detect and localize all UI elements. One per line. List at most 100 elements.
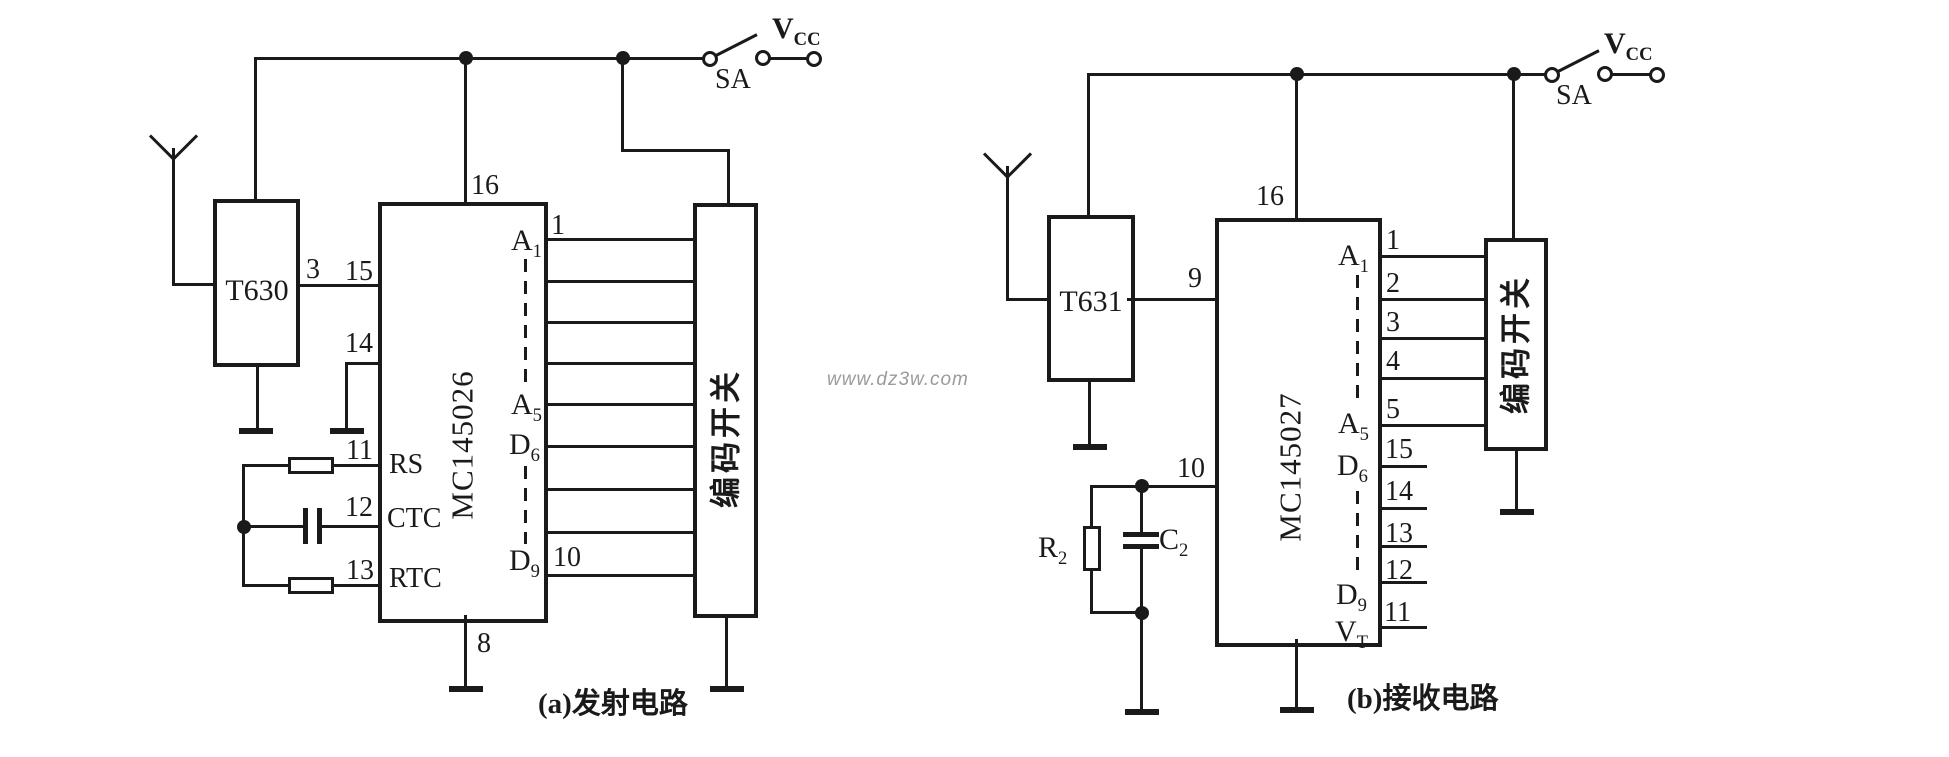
- encoder-switch-label: 编码开关: [708, 368, 744, 508]
- pin5-label: 5: [1386, 394, 1400, 425]
- vt-pin-label: VT: [1335, 615, 1369, 653]
- wire: [1295, 639, 1298, 708]
- a1-pin-label: A1: [511, 224, 542, 262]
- resistor-icon: [288, 577, 334, 594]
- wire: [1611, 73, 1651, 76]
- capacitor-plate-icon: [303, 508, 308, 544]
- pin14-label: 14: [345, 328, 373, 359]
- wire: [548, 445, 693, 448]
- encoder-switch-box: [1484, 238, 1548, 451]
- pin15-label: 15: [1385, 434, 1413, 465]
- wire: [1140, 613, 1143, 710]
- d6-pin-label: D6: [509, 428, 540, 466]
- antenna-icon: [172, 148, 175, 285]
- capacitor-plate-icon: [1123, 532, 1159, 537]
- wire: [1295, 73, 1298, 221]
- pin10-label: 10: [553, 542, 581, 573]
- wire: [548, 574, 693, 577]
- ground-icon: [330, 428, 364, 434]
- wire: [1090, 568, 1093, 614]
- pin11-label: 11: [1384, 597, 1411, 628]
- wire: [1382, 424, 1484, 427]
- wire: [725, 618, 728, 687]
- t631-module-label: T631: [1059, 285, 1123, 318]
- ellipsis-dashed-line: [524, 259, 527, 387]
- wire: [172, 283, 213, 286]
- pin15-label: 15: [345, 256, 373, 287]
- ground-icon: [1125, 709, 1159, 715]
- pin1-label: 1: [551, 210, 565, 241]
- wire: [1382, 337, 1484, 340]
- pin13-label: 13: [346, 555, 374, 586]
- ground-icon: [1280, 707, 1314, 713]
- wire: [769, 57, 808, 60]
- pin16-label: 16: [471, 170, 499, 201]
- junction-dot: [459, 51, 473, 65]
- wire: [548, 238, 693, 241]
- switch-label: SA: [1556, 80, 1592, 111]
- ellipsis-dashed-line: [524, 466, 527, 544]
- wire: [1087, 73, 1555, 76]
- wire: [1088, 382, 1091, 444]
- pin12-label: 12: [345, 492, 373, 523]
- wire: [548, 531, 693, 534]
- wire: [1382, 545, 1427, 548]
- mc145026-ic-box: [378, 202, 548, 623]
- pin14-label: 14: [1385, 476, 1413, 507]
- switch-label: SA: [715, 64, 751, 95]
- wire: [548, 488, 693, 491]
- vcc-terminal: [806, 51, 822, 67]
- c2-label: C2: [1159, 523, 1189, 561]
- wire: [1006, 298, 1047, 301]
- wire: [1382, 507, 1427, 510]
- capacitor-plate-icon: [1123, 544, 1159, 549]
- antenna-icon: [171, 134, 199, 161]
- switch-blade: [715, 33, 758, 57]
- wire: [548, 362, 693, 365]
- wire: [621, 149, 730, 152]
- switch-contact: [1544, 67, 1560, 83]
- right-circuit-caption: (b)接收电路: [1347, 683, 1499, 715]
- wire: [1087, 73, 1090, 217]
- resistor-icon: [1083, 526, 1101, 571]
- wire: [727, 149, 730, 206]
- wire: [345, 362, 348, 428]
- wire: [548, 280, 693, 283]
- wire: [1515, 451, 1518, 510]
- ground-icon: [1500, 509, 1534, 515]
- antenna-icon: [1005, 152, 1033, 179]
- t630-module-box: [213, 199, 300, 367]
- watermark-text: www.dz3w.com: [827, 369, 969, 390]
- ground-icon: [449, 686, 483, 692]
- junction-dot: [616, 51, 630, 65]
- pin1-label: 1: [1386, 225, 1400, 256]
- a5-pin-label: A5: [1338, 407, 1369, 445]
- mc145027-ic-label: MC145027: [1272, 392, 1308, 542]
- wire: [300, 284, 378, 287]
- d6-pin-label: D6: [1337, 449, 1368, 487]
- capacitor-plate-icon: [317, 508, 322, 544]
- wire: [1091, 485, 1215, 488]
- wire: [1382, 465, 1427, 468]
- wire: [548, 321, 693, 324]
- ellipsis-dashed-line: [1356, 491, 1359, 571]
- ellipsis-dashed-line: [1356, 275, 1359, 401]
- wire: [1140, 549, 1143, 613]
- r2-label: R2: [1038, 531, 1068, 569]
- antenna-icon: [1006, 166, 1009, 301]
- d9-pin-label: D9: [509, 544, 540, 582]
- wire: [1090, 485, 1093, 527]
- junction-dot: [237, 520, 251, 534]
- resistor-icon: [288, 457, 334, 474]
- pin9-label: 9: [1188, 263, 1202, 294]
- mc145026-ic-label: MC145026: [444, 370, 480, 520]
- a1-pin-label: A1: [1338, 239, 1369, 277]
- pin13-label: 13: [1385, 518, 1413, 549]
- wire: [1382, 298, 1484, 301]
- wire: [1140, 485, 1143, 533]
- pin16-label: 16: [1256, 181, 1284, 212]
- mc145027-ic-box: [1215, 218, 1382, 647]
- vcc-label: VCC: [772, 12, 821, 50]
- vcc-label: VCC: [1604, 27, 1653, 65]
